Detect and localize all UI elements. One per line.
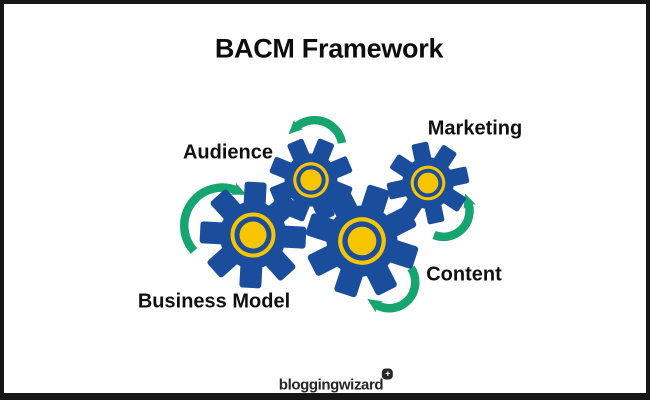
content-label: Content [426, 263, 502, 286]
marketing-gear-icon [379, 134, 477, 232]
business-model-label: Business Model [137, 290, 291, 313]
audience-label: Audience [182, 141, 274, 164]
content-gear-icon [291, 170, 433, 312]
rotation-arrow-bottom-icon [367, 265, 420, 313]
marketing-label: Marketing [427, 117, 523, 140]
audience-gear-icon [256, 125, 366, 235]
rotation-arrow-top-icon [288, 115, 347, 145]
business-model-gear-icon [197, 179, 309, 291]
rotation-arrow-right-icon [432, 193, 476, 241]
page-title: BACM Framework [214, 33, 444, 64]
gears-diagram [180, 115, 477, 313]
plus-badge-icon: + [382, 368, 394, 380]
rotation-arrow-left-icon [180, 182, 247, 254]
bloggingwizard-logo-text: bloggingwizard [278, 376, 384, 394]
bloggingwizard-logo: bloggingwizard + [278, 368, 394, 394]
